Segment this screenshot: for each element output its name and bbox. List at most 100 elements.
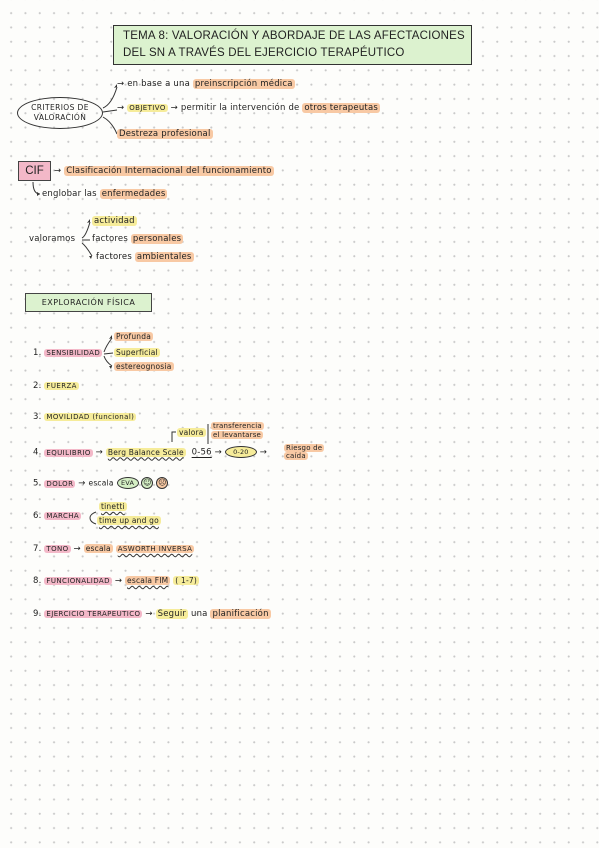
arrow-icon: → (259, 447, 268, 458)
criterios-item-1-highlight: preinscripción médica (192, 79, 295, 89)
arrow-icon: → (73, 544, 81, 554)
ejercicio-una: una (190, 609, 208, 619)
item-marcha: 6. MARCHA (33, 511, 82, 521)
valoramos-item-3: factores ambientales (96, 252, 194, 262)
valoramos-item-2-pre: factores (92, 234, 128, 244)
valoramos-item-3-highlight: ambientales (134, 252, 194, 262)
item-number: 5. (33, 478, 42, 489)
tono-scale: ASWORTH INVERSA (115, 545, 195, 553)
equilibrio-valora-detail: transferencia el levantarse (211, 422, 264, 440)
item-label: DOLOR (44, 479, 76, 488)
item-label: FUERZA (44, 382, 79, 390)
item-label-text: MOVILIDAD (46, 413, 90, 421)
arrow-icon: → (117, 79, 125, 89)
valoramos-label: valoramos (29, 234, 76, 244)
sensibilidad-sub-2: Superficial (114, 348, 160, 357)
item-label: MARCHA (44, 512, 82, 520)
criterios-bubble: CRITERIOS DE VALORACIÓN (17, 97, 103, 129)
arrow-icon: → (95, 447, 103, 458)
criterios-label-2: VALORACIÓN (33, 113, 87, 122)
item-sensibilidad: 1. SENSIBILIDAD (33, 348, 103, 358)
cif-definition: Clasificación Internacional del funciona… (64, 166, 274, 176)
fim-range: ( 1-7) (173, 576, 199, 585)
item-label: FUNCIONALIDAD (44, 577, 112, 585)
cif-note-pre: englobar (42, 189, 82, 199)
criterios-item-2: → OBJETIVO → permitir la intervención de… (117, 103, 380, 113)
dolor-scale: escala (88, 478, 114, 488)
item-label: EJERCICIO TERAPEUTICO (44, 610, 143, 618)
item-number: 9. (33, 609, 42, 619)
item-equilibrio: 4. EQUILIBRIO → Berg Balance Scale 0-56 … (33, 446, 267, 458)
valoramos-item-2: factores personales (92, 234, 184, 244)
sensibilidad-sub-1-text: Profunda (114, 332, 154, 341)
criterios-item-1: → en base a una preinscripción médica (117, 79, 295, 89)
marcha-sub-1-text: tinetti (99, 502, 127, 511)
item-number: 6. (33, 511, 42, 521)
valoramos-item-1-text: actividad (92, 216, 137, 226)
berg-range: 0-56 (191, 447, 212, 458)
criterios-item-3-highlight: Destreza profesional (117, 129, 213, 139)
item-label: SENSIBILIDAD (44, 349, 103, 357)
title-line-2: DEL SN A TRAVÉS DEL EJERCICIO TERAPÉUTIC… (123, 47, 405, 59)
cif-note: englobar las enfermedades (42, 189, 168, 199)
criterios-label-1: CRITERIOS DE (31, 103, 89, 112)
sensibilidad-sub-2-text: Superficial (114, 348, 160, 357)
exploracion-fisica-heading: EXPLORACIÓN FÍSICA (25, 293, 152, 312)
item-label: MOVILIDAD (funcional) (44, 413, 137, 421)
arrow-icon: → (117, 103, 125, 113)
item-number: 4. (33, 447, 42, 458)
item-number: 2. (33, 381, 42, 391)
equilibrio-valora-l2: el levantarse (211, 431, 264, 439)
valoramos-item-3-pre: factores (96, 252, 132, 262)
arrow-icon: → (114, 576, 123, 586)
arrow-icon: → (78, 478, 86, 489)
criterios-item-1-pre: en base a una (127, 79, 191, 89)
item-funcionalidad: 8. FUNCIONALIDAD → escala FIM ( 1-7) (33, 576, 199, 586)
tono-scale-pre: escala (83, 544, 113, 553)
arrow-icon: → (214, 447, 222, 458)
item-movilidad: 3. MOVILIDAD (funcional) (33, 412, 137, 422)
item-ejercicio-terapeutico: 9. EJERCICIO TERAPEUTICO → Seguir una pl… (33, 609, 271, 619)
berg-scale: Berg Balance Scale (105, 447, 186, 457)
equilibrio-valora-l1: transferencia (211, 422, 264, 430)
ejercicio-seguir: Seguir (155, 609, 189, 619)
title-line-1: TEMA 8: VALORACIÓN Y ABORDAJE DE LAS AFE… (123, 30, 465, 42)
cif-note-rest: las (84, 189, 97, 199)
item-label: EQUILIBRIO (44, 448, 93, 457)
equilibrio-result: Riesgo de caída (284, 444, 325, 460)
criterios-item-2-rest: permitir la intervención de (180, 103, 300, 113)
criterios-item-3: Destreza profesional (117, 129, 213, 139)
arrow-icon: → (54, 166, 62, 176)
item-tono: 7. TONO → escala ASWORTH INVERSA (33, 544, 195, 554)
sensibilidad-sub-1: Profunda (114, 332, 154, 341)
item-label: TONO (44, 545, 71, 553)
eva-circle: EVA (116, 477, 139, 489)
valoramos-item-1: actividad (92, 216, 137, 226)
valoramos-item-2-highlight: personales (130, 234, 184, 244)
page-title: TEMA 8: VALORACIÓN Y ABORDAJE DE LAS AFE… (113, 25, 472, 65)
cif-note-highlight: enfermedades (99, 189, 168, 199)
fim-scale: escala FIM (125, 576, 171, 585)
item-number: 8. (33, 576, 42, 586)
item-number: 1. (33, 348, 42, 358)
sensibilidad-sub-3: estereognosia (114, 362, 174, 371)
item-fuerza: 2. FUERZA (33, 381, 79, 391)
cif-label: CIF (18, 161, 51, 181)
criterios-item-2-objetivo: OBJETIVO (127, 104, 168, 112)
equilibrio-result-l2: caída (284, 452, 308, 460)
item-number: 3. (33, 412, 42, 422)
arrow-icon: → (170, 103, 178, 113)
marcha-sub-1: tinetti (99, 502, 127, 511)
sad-face-icon: ☹ (156, 477, 169, 489)
criterios-item-2-highlight: otros terapeutas (302, 103, 380, 113)
marcha-sub-2-text: time up and go (97, 516, 161, 525)
equilibrio-valora: valora (177, 428, 206, 437)
risk-range-circle: 0-20 (224, 446, 257, 458)
item-label-paren: (funcional) (92, 413, 135, 421)
ejercicio-planificacion: planificación (210, 609, 271, 619)
equilibrio-valora-text: valora (177, 428, 206, 437)
arrow-icon: → (145, 609, 153, 619)
marcha-sub-2: time up and go (97, 516, 161, 525)
item-number: 7. (33, 544, 42, 554)
